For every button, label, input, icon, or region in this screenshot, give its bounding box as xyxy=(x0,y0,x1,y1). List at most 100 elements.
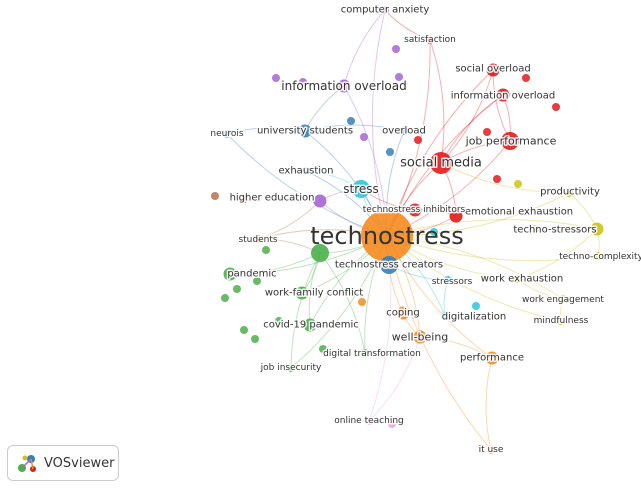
network-node-minor[interactable] xyxy=(221,294,229,302)
network-node-minor[interactable] xyxy=(233,285,241,293)
network-edge xyxy=(290,252,321,369)
node-it-use[interactable] xyxy=(487,446,495,454)
network-node-minor[interactable] xyxy=(483,128,491,136)
network-node-minor[interactable] xyxy=(262,246,270,254)
network-node-minor[interactable] xyxy=(552,103,560,111)
network-node-minor[interactable] xyxy=(493,175,501,183)
network-node-minor[interactable] xyxy=(392,45,400,53)
node-information-overload-p[interactable] xyxy=(337,79,351,93)
label-technostress-creators: technostress creators xyxy=(335,260,443,271)
network-node-minor[interactable] xyxy=(531,225,539,233)
network-node-minor[interactable] xyxy=(272,74,280,82)
node-overload[interactable] xyxy=(400,127,408,135)
node-digitalization[interactable] xyxy=(441,312,449,320)
network-edge xyxy=(485,357,493,451)
label-covid19: covid-19 pandemic xyxy=(263,320,359,331)
network-node-minor[interactable] xyxy=(430,228,438,236)
network-edge xyxy=(368,336,421,422)
vosviewer-badge[interactable]: VOSviewer xyxy=(7,445,119,481)
vosviewer-logo-icon xyxy=(18,455,36,472)
network-edge xyxy=(429,39,445,164)
network-edge xyxy=(516,228,598,280)
label-performance: performance xyxy=(460,353,524,364)
label-online-teaching: online teaching xyxy=(334,416,403,426)
network-node-minor[interactable] xyxy=(240,195,248,203)
label-coping: coping xyxy=(386,308,419,319)
network-node-minor[interactable] xyxy=(522,74,530,82)
node-well-being[interactable] xyxy=(413,330,427,344)
node-information-overload-r[interactable] xyxy=(496,88,510,102)
label-digitalization: digitalization xyxy=(442,312,506,323)
network-node-minor[interactable] xyxy=(414,136,422,144)
node-technostress-creators[interactable] xyxy=(380,256,398,274)
label-halo: stress xyxy=(343,182,379,196)
node-green-hub[interactable] xyxy=(311,244,329,262)
node-technostress[interactable] xyxy=(361,210,413,262)
node-work-family-conflict[interactable] xyxy=(295,286,309,300)
node-computer-anxiety[interactable] xyxy=(381,6,389,14)
network-node-minor[interactable] xyxy=(386,148,394,156)
network-node-minor[interactable] xyxy=(251,335,259,343)
node-techno-stressors[interactable] xyxy=(590,222,604,236)
node-social-overload[interactable] xyxy=(486,63,500,77)
node-university-students[interactable] xyxy=(298,124,312,138)
network-node-minor[interactable] xyxy=(360,133,368,141)
node-coping[interactable] xyxy=(396,306,410,320)
network-node-minor[interactable] xyxy=(211,192,219,200)
label-halo: job insecurity xyxy=(260,363,322,373)
node-digital-transformation[interactable] xyxy=(361,349,369,357)
label-job-performance: job performance xyxy=(465,135,557,148)
network-node-minor[interactable] xyxy=(275,317,283,325)
node-mindfulness[interactable] xyxy=(557,317,565,325)
network-node-minor[interactable] xyxy=(358,298,366,306)
node-exhaustion[interactable] xyxy=(302,167,310,175)
node-job-insecurity[interactable] xyxy=(287,364,295,372)
network-node-minor[interactable] xyxy=(253,277,261,285)
network-node-minor[interactable] xyxy=(347,117,355,125)
node-pandemic[interactable] xyxy=(223,267,237,281)
node-covid19[interactable] xyxy=(303,318,317,332)
node-techno-complexity[interactable] xyxy=(594,252,602,260)
node-higher-education[interactable] xyxy=(313,194,327,208)
network-node-minor[interactable] xyxy=(299,78,307,86)
network-node-minor[interactable] xyxy=(319,345,327,353)
network-node-minor[interactable] xyxy=(240,326,248,334)
node-performance[interactable] xyxy=(485,351,499,365)
network-nodes xyxy=(223,6,604,454)
label-technostress: technostress xyxy=(310,222,464,250)
label-halo: computer anxiety xyxy=(341,5,430,16)
label-digital-transformation: digital transformation xyxy=(323,349,421,359)
node-online-teaching[interactable] xyxy=(365,417,373,425)
label-halo: job performance xyxy=(465,135,557,148)
label-work-exhaustion: work exhaustion xyxy=(481,274,563,285)
node-social-media[interactable] xyxy=(430,152,452,174)
node-emotional-exhaustion[interactable] xyxy=(449,209,463,223)
node-productivity[interactable] xyxy=(565,189,573,197)
node-stress[interactable] xyxy=(352,180,370,198)
label-halo: social overload xyxy=(455,64,530,75)
network-node-minor[interactable] xyxy=(472,302,480,310)
node-work-engagement[interactable] xyxy=(559,295,567,303)
label-information-overload-p: information overload xyxy=(281,79,406,93)
node-satisfaction[interactable] xyxy=(426,36,434,44)
node-technostress-inhibitors[interactable] xyxy=(408,203,422,217)
label-information-overload-r: information overload xyxy=(451,91,556,102)
node-work-exhaustion[interactable] xyxy=(513,275,521,283)
label-well-being: well-being xyxy=(392,331,449,344)
network-edge xyxy=(440,162,570,194)
network-node-minor[interactable] xyxy=(514,180,522,188)
minor-nodes xyxy=(211,45,560,428)
network-node-minor[interactable] xyxy=(395,73,403,81)
label-halo: overload xyxy=(382,126,426,137)
node-stressors[interactable] xyxy=(444,276,452,284)
label-halo: covid-19 pandemic xyxy=(263,320,359,331)
network-node-minor[interactable] xyxy=(388,420,396,428)
node-job-performance[interactable] xyxy=(501,132,519,150)
network-edge xyxy=(386,235,599,262)
node-students[interactable] xyxy=(254,235,262,243)
node-neurois[interactable] xyxy=(223,130,231,138)
label-mindfulness: mindfulness xyxy=(534,316,589,326)
label-halo: techno-stressors xyxy=(513,225,596,236)
